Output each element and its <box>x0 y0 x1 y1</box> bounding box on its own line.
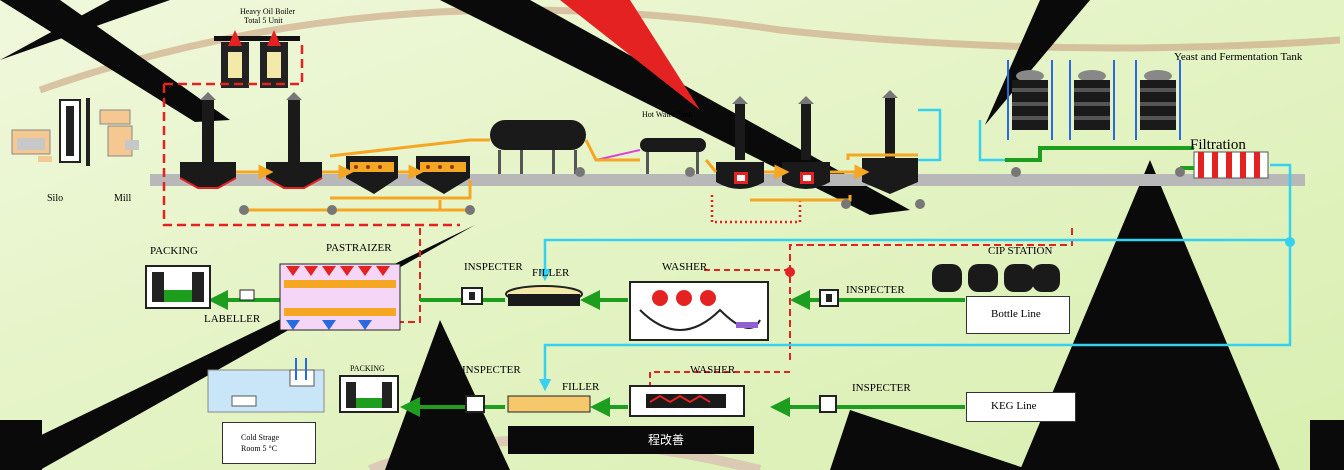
silo-label: Silo <box>47 194 63 204</box>
water-junction <box>1285 237 1295 247</box>
inspecter-icon <box>820 290 838 306</box>
lauter-tun-icon <box>416 156 470 194</box>
cold-storage-temp-label: Room 5 °C <box>241 445 277 453</box>
boiler-units-label: Total 5 Unit <box>244 17 283 25</box>
cold-storage-label: Cold Strage <box>241 434 279 442</box>
inspecter-icon <box>466 396 484 412</box>
inspecter-icon <box>820 396 836 412</box>
lauter-tun-icon <box>346 156 398 194</box>
inspecter-icon <box>462 288 482 304</box>
keg-line-box: KEG Line <box>966 392 1076 422</box>
storage-tank-icon <box>490 120 586 174</box>
decor-block <box>1310 420 1344 470</box>
yeast-tank-label: Yeast and Fermentation Tank <box>1174 52 1302 63</box>
washer-label: WASHER <box>662 262 707 273</box>
filler-icon <box>508 396 590 412</box>
cip-station-label: CIP STATION <box>988 246 1052 257</box>
boiler-title-label: Heavy Oil Boiler <box>240 8 295 16</box>
cold-storage-box: Cold Strage Room 5 °C <box>222 422 316 464</box>
inspecter-label: INSPECTER <box>852 383 911 394</box>
bottle-line-label: Bottle Line <box>991 309 1041 320</box>
filler-label: FILLER <box>562 382 599 393</box>
filter-icon <box>1194 152 1268 178</box>
inspecter-label: INSPECTER <box>464 262 523 273</box>
bottom-caption: 程改善 <box>648 434 684 446</box>
inspecter-label: INSPECTER <box>846 285 905 296</box>
wort-kettle-icon <box>782 96 830 189</box>
washer-icon <box>630 386 744 416</box>
silo-icon <box>12 100 80 162</box>
washer-icon <box>630 282 768 340</box>
fermentation-tank-icon <box>1070 60 1114 140</box>
steam-junction <box>785 267 795 277</box>
whirlpool-icon <box>862 90 918 194</box>
labeller-label: LABELLER <box>204 314 260 325</box>
mash-tun-icon <box>266 92 322 188</box>
decor-block <box>0 420 42 470</box>
filler-icon <box>506 286 582 306</box>
bottom-caption-bar: 程改善 <box>508 426 754 454</box>
mill-icon <box>86 98 139 166</box>
decor-wedge <box>385 320 510 470</box>
filtration-label: Filtration <box>1190 138 1246 153</box>
hot-water-tank-label: Hot Water Tank <box>642 111 693 119</box>
packing-icon <box>340 376 398 412</box>
packing-label: PACKING <box>350 365 385 373</box>
pasteurizer-icon <box>280 264 400 330</box>
bottle-line-box: Bottle Line <box>966 296 1070 334</box>
filler-label: FILLER <box>532 268 569 279</box>
cold-storage-icon <box>208 358 324 412</box>
packing-label: PACKING <box>150 246 198 257</box>
pastraizer-label: PASTRAIZER <box>326 243 392 254</box>
inspecter-label: INSPECTER <box>462 365 521 376</box>
washer-label: WASHER <box>690 365 735 376</box>
fermentation-tank-icon <box>1136 60 1180 140</box>
labeller-icon <box>240 290 254 300</box>
cip-station-icon <box>932 264 1060 292</box>
keg-line-label: KEG Line <box>991 401 1037 412</box>
mill-label: Mill <box>114 194 131 204</box>
packing-icon <box>146 266 210 308</box>
boiler-icon <box>214 30 300 88</box>
